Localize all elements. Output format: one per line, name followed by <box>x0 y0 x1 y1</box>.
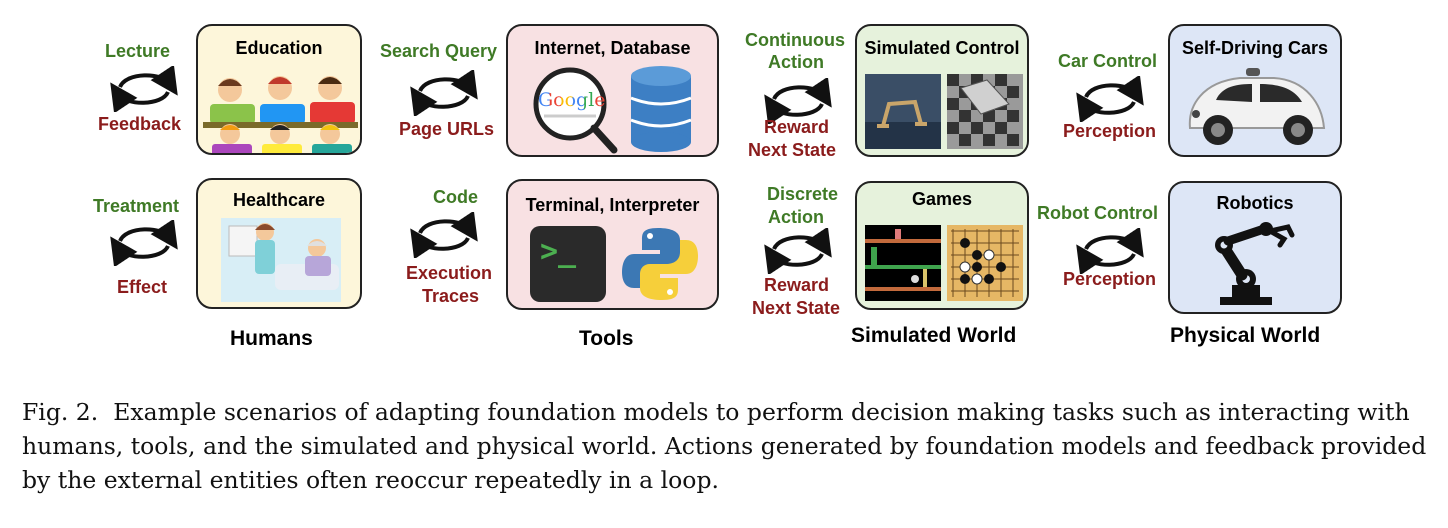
google-magnifier-icon <box>533 67 618 154</box>
terminal-feedback-label-1: Execution <box>406 263 493 283</box>
montezuma-game-icon <box>865 225 941 301</box>
robotics-action-label: Robot Control <box>1037 203 1158 223</box>
robotics-panel: Robotics <box>1168 181 1342 314</box>
loop-arrows-icon <box>1076 228 1144 274</box>
mujoco-walker-icon <box>865 74 941 149</box>
cars-action-label: Car Control <box>1058 51 1157 71</box>
google-logo-text: Google <box>538 89 606 111</box>
healthcare-title: Healthcare <box>232 190 326 210</box>
games-title: Games <box>911 189 973 209</box>
loop-arrows-icon <box>110 220 178 266</box>
humans-group-label: Humans <box>230 327 313 350</box>
sim-control-title: Simulated Control <box>864 38 1020 58</box>
caption-text: Example scenarios of adapting foundation… <box>22 398 1427 494</box>
education-action-label: Lecture <box>105 41 171 61</box>
terminal-icon: >_ <box>530 226 606 302</box>
physical-world-group-label: Physical World <box>1170 324 1321 347</box>
mujoco-checkerboard-icon <box>947 74 1023 149</box>
database-icon <box>630 66 692 152</box>
caption-label: Fig. 2. <box>22 398 99 426</box>
go-board-icon <box>947 225 1023 301</box>
terminal-prompt-text: >_ <box>540 234 577 269</box>
terminal-action-label: Code <box>433 187 478 207</box>
loop-arrows-icon <box>110 66 178 112</box>
terminal-panel: Terminal, Interpreter >_ <box>506 179 719 310</box>
loop-arrows-icon <box>410 212 478 258</box>
healthcare-action-label: Treatment <box>93 196 180 216</box>
sim-control-action-label-2: Action <box>768 52 824 72</box>
cars-title: Self-Driving Cars <box>1181 38 1329 58</box>
sim-control-action-label-1: Continuous <box>745 30 845 50</box>
doctor-patient-icon <box>221 218 341 302</box>
sim-control-feedback-label-1: Reward <box>764 117 830 137</box>
education-title: Education <box>235 38 323 58</box>
self-driving-car-icon <box>1188 68 1326 145</box>
games-panel: Games <box>855 181 1029 310</box>
loop-arrows-icon <box>764 78 832 124</box>
loop-arrows-icon <box>764 228 832 274</box>
internet-panel: Internet, Database Google <box>506 24 719 157</box>
sim-control-panel: Simulated Control <box>855 24 1029 157</box>
tools-group-label: Tools <box>579 327 634 350</box>
simulated-world-group-label: Simulated World <box>851 324 1017 347</box>
internet-action-label: Search Query <box>380 41 498 61</box>
figure-caption: Fig. 2. Example scenarios of adapting fo… <box>22 395 1432 497</box>
internet-feedback-label: Page URLs <box>399 119 495 139</box>
cars-feedback-label: Perception <box>1063 121 1157 141</box>
loop-arrows-icon <box>410 70 478 116</box>
terminal-title: Terminal, Interpreter <box>525 195 700 215</box>
games-action-label-1: Discrete <box>767 184 839 204</box>
education-feedback-label: Feedback <box>98 114 182 134</box>
games-feedback-label-1: Reward <box>764 275 830 295</box>
cars-panel: Self-Driving Cars <box>1168 24 1342 157</box>
loop-arrows-icon <box>1076 76 1144 122</box>
sim-control-feedback-label-2: Next State <box>748 140 837 160</box>
robotics-title: Robotics <box>1216 193 1294 213</box>
healthcare-feedback-label: Effect <box>117 277 168 297</box>
robot-arm-icon <box>1215 222 1295 305</box>
terminal-feedback-label-2: Traces <box>422 286 480 306</box>
education-panel: Education <box>196 24 362 155</box>
games-action-label-2: Action <box>768 207 824 227</box>
healthcare-panel: Healthcare <box>196 178 362 309</box>
python-logo-icon <box>622 228 698 300</box>
robotics-feedback-label: Perception <box>1063 269 1157 289</box>
internet-title: Internet, Database <box>534 38 691 58</box>
games-feedback-label-2: Next State <box>752 298 841 318</box>
classroom-students-icon <box>203 76 358 153</box>
